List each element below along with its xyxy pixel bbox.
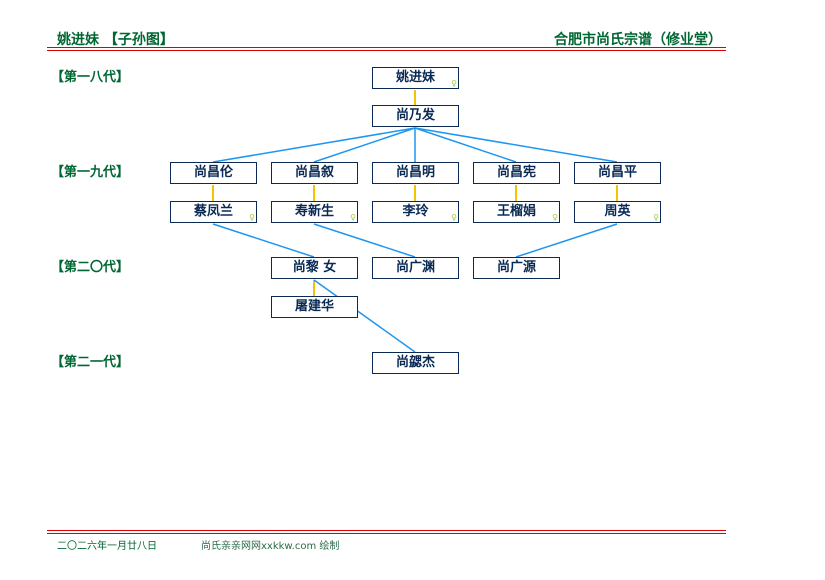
generation-label: 【第一八代】 [51, 70, 130, 85]
person-box[interactable]: 尚昌宪 [473, 162, 560, 184]
person-name: 王榴娟 [496, 204, 536, 219]
person-name: 尚勰杰 [395, 355, 435, 370]
spouse-box[interactable]: 周英 ♀ [574, 201, 661, 223]
child-line [414, 127, 517, 163]
spouse-box[interactable]: 李玲 ♀ [372, 201, 459, 223]
person-name: 尚昌宪 [496, 165, 536, 180]
generation-label: 【第二〇代】 [51, 260, 130, 275]
person-box[interactable]: 尚乃发 [372, 105, 459, 127]
generation-label: 【第二一代】 [51, 355, 130, 370]
child-line [515, 223, 618, 258]
person-name: 蔡凤兰 [193, 204, 233, 219]
person-name: 周英 [604, 204, 631, 219]
person-box[interactable]: 尚昌叙 [271, 162, 358, 184]
person-name: 姚进妹 [395, 70, 435, 85]
person-name: 屠建华 [294, 299, 334, 314]
female-icon: ♀ [451, 79, 457, 88]
person-name: 尚广渊 [395, 260, 435, 275]
person-name: 尚广源 [496, 260, 536, 275]
person-box[interactable]: 姚进妹 ♀ [372, 67, 459, 89]
person-name: 尚乃发 [395, 108, 435, 123]
female-icon: ♀ [451, 213, 457, 222]
spouse-box[interactable]: 屠建华 [271, 296, 358, 318]
child-line [313, 279, 416, 353]
person-box[interactable]: 尚昌平 [574, 162, 661, 184]
footer-rule [47, 530, 726, 531]
person-box[interactable]: 尚昌伦 [170, 162, 257, 184]
female-icon: ♀ [350, 213, 356, 222]
footer-credit: 尚氏亲亲网网xxkkw.com 绘制 [201, 541, 340, 552]
person-name: 尚黎 女 [292, 260, 337, 275]
person-box[interactable]: 尚勰杰 [372, 352, 459, 374]
person-name: 尚昌叙 [294, 165, 334, 180]
spouse-box[interactable]: 寿新生 ♀ [271, 201, 358, 223]
child-line [212, 127, 416, 163]
spouse-box[interactable]: 蔡凤兰 ♀ [170, 201, 257, 223]
footer-rule [47, 533, 726, 534]
person-name: 寿新生 [294, 204, 334, 219]
female-icon: ♀ [653, 213, 659, 222]
header-rule [47, 47, 726, 48]
person-name: 尚昌平 [597, 165, 637, 180]
person-box[interactable]: 尚广源 [473, 257, 560, 279]
footer-date: 二〇二六年一月廿八日 [57, 541, 157, 552]
generation-label: 【第一九代】 [51, 165, 130, 180]
header-rule [47, 50, 726, 51]
child-line [212, 223, 315, 258]
person-box[interactable]: 尚昌明 [372, 162, 459, 184]
person-name: 李玲 [402, 204, 429, 219]
person-box[interactable]: 尚黎 女 [271, 257, 358, 279]
female-icon: ♀ [552, 213, 558, 222]
person-name: 尚昌明 [395, 165, 435, 180]
spouse-box[interactable]: 王榴娟 ♀ [473, 201, 560, 223]
child-line [313, 223, 416, 258]
child-line [313, 127, 416, 163]
child-line [414, 127, 618, 163]
female-icon: ♀ [249, 213, 255, 222]
person-name: 尚昌伦 [193, 165, 233, 180]
person-box[interactable]: 尚广渊 [372, 257, 459, 279]
genealogy-title: 合肥市尚氏宗谱（修业堂） [554, 32, 722, 48]
page-title: 姚进妹 【子孙图】 [57, 32, 174, 48]
